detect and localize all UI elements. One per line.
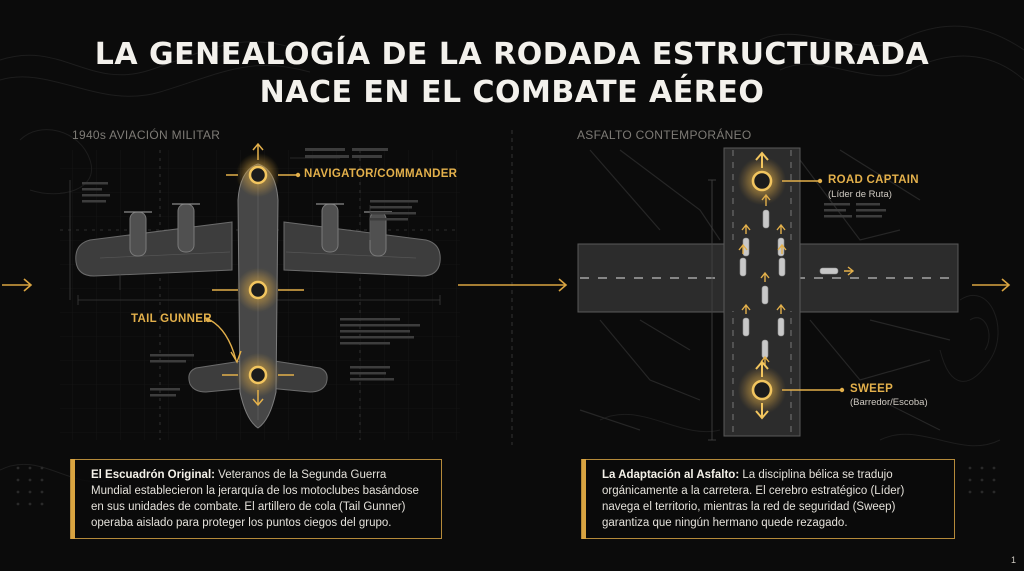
dot-clusters bbox=[16, 466, 996, 506]
callout-tail-gunner: TAIL GUNNER bbox=[131, 313, 212, 325]
left-section-label: 1940s AVIACIÓN MILITAR bbox=[72, 128, 221, 142]
callout-road-captain-sub: (Líder de Ruta) bbox=[828, 189, 892, 200]
left-description-box: El Escuadrón Original: Veteranos de la S… bbox=[70, 459, 442, 539]
waist-node bbox=[212, 268, 304, 312]
road-diagram bbox=[577, 147, 959, 441]
tail-gunner-leader bbox=[209, 319, 242, 364]
sweep-node bbox=[738, 360, 845, 420]
callout-navigator: NAVIGATOR/COMMANDER bbox=[304, 168, 458, 180]
navigator-node bbox=[226, 142, 298, 197]
airplane-blueprint bbox=[60, 142, 460, 440]
right-description-box: La Adaptación al Asfalto: La disciplina … bbox=[581, 459, 955, 539]
tail-node bbox=[222, 353, 294, 407]
right-box-heading: La Adaptación al Asfalto: bbox=[602, 469, 740, 481]
right-box-text: La disciplina bélica se tradujo orgánica… bbox=[602, 469, 905, 529]
flow-arrows bbox=[2, 278, 1011, 292]
right-section-label: ASFALTO CONTEMPORÁNEO bbox=[577, 128, 752, 142]
road-captain-node bbox=[738, 151, 823, 205]
left-box-text: Veteranos de la Segunda Guerra Mundial e… bbox=[91, 469, 419, 529]
title-line-2: NACE EN EL COMBATE AÉREO bbox=[259, 75, 765, 110]
callout-sweep-sub: (Barredor/Escoba) bbox=[850, 397, 928, 408]
callout-sweep: SWEEP bbox=[850, 383, 894, 395]
callout-road-captain: ROAD CAPTAIN bbox=[828, 174, 919, 186]
title-line-1: LA GENEALOGÍA DE LA RODADA ESTRUCTURADA bbox=[94, 37, 930, 72]
left-box-heading: El Escuadrón Original: bbox=[91, 469, 215, 481]
page-number: 1 bbox=[1010, 555, 1016, 565]
page-title: LA GENEALOGÍA DE LA RODADA ESTRUCTURADA … bbox=[0, 36, 1024, 112]
